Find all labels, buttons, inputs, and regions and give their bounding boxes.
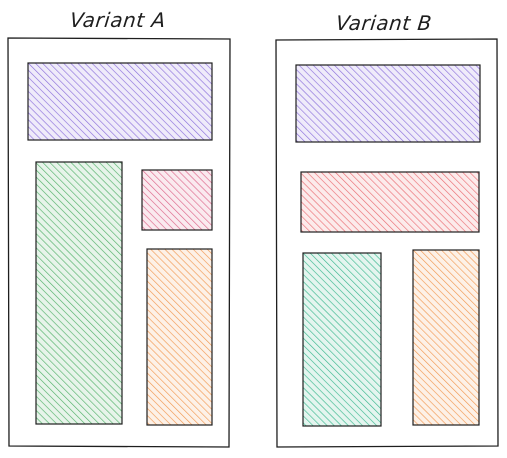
variant-b-bottom-right-block <box>412 249 480 426</box>
variant-a-bottom-right-block <box>146 248 213 426</box>
variant-a-tall-left-block <box>35 161 123 425</box>
variant-a-small-top-right-block <box>141 169 213 231</box>
variant-b-header-block <box>295 64 481 143</box>
variant-a-header-block <box>27 62 213 141</box>
variant-a-frame <box>7 37 231 448</box>
variant-b-wireframe <box>275 38 499 448</box>
variant-a-wireframe <box>7 37 231 448</box>
variant-b-frame <box>275 38 499 448</box>
variant-b-bottom-left-block <box>302 252 382 427</box>
variant-b-banner-block <box>300 171 480 233</box>
